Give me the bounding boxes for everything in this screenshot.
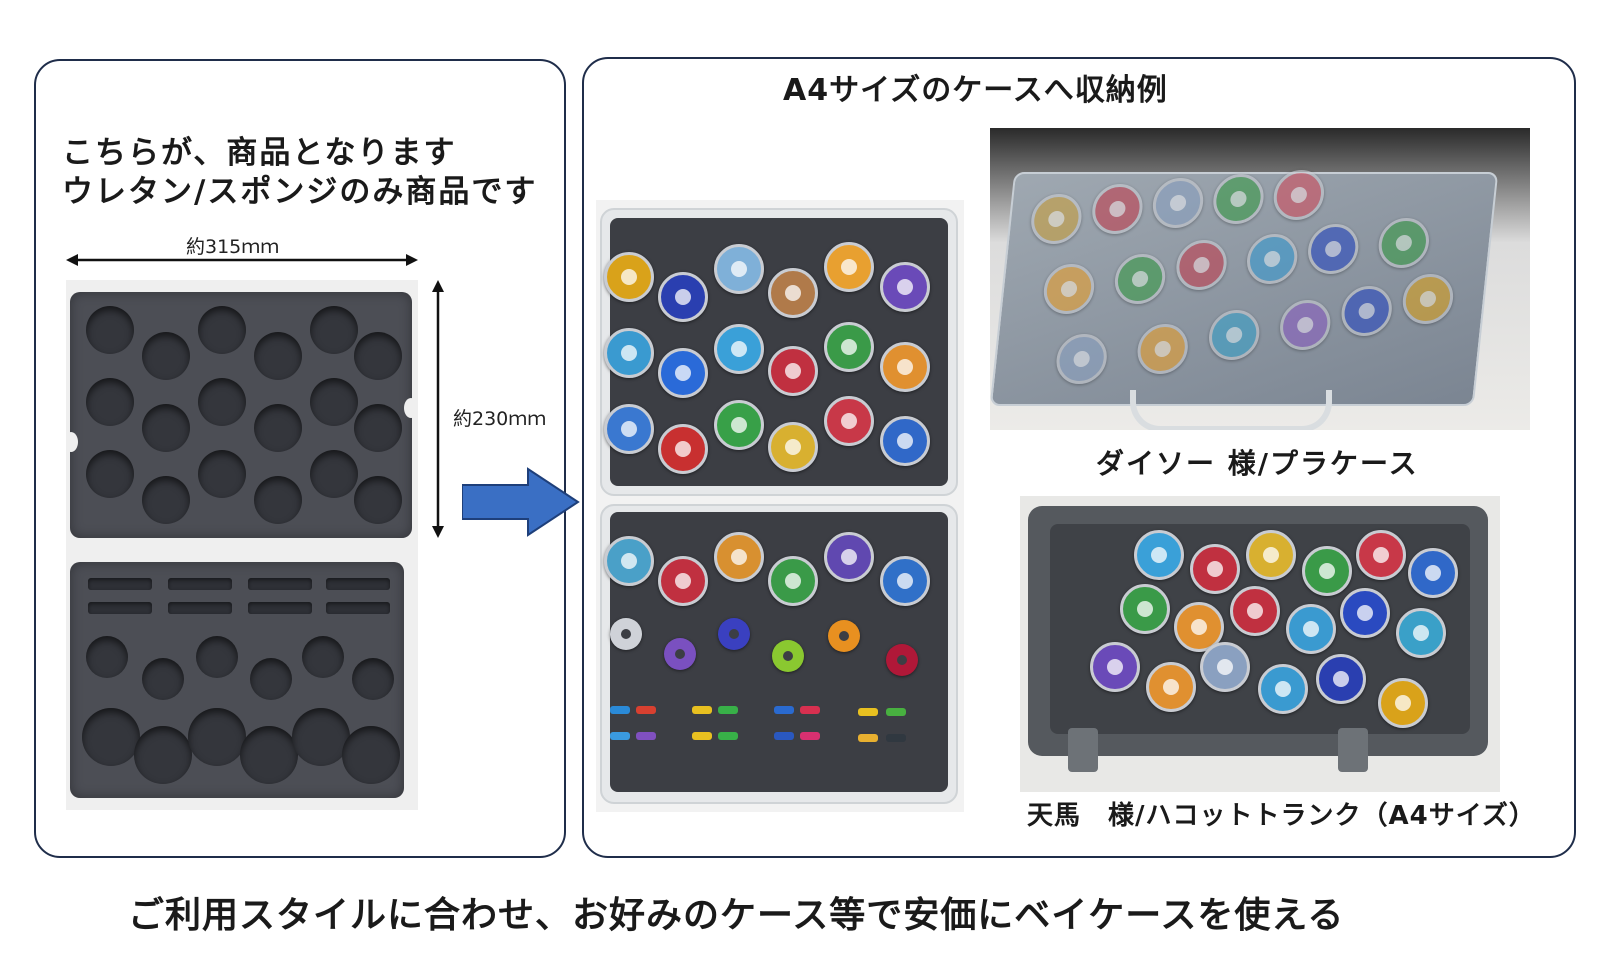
- case-handle: [1130, 390, 1332, 430]
- tenma-trunk-photo: [1020, 496, 1500, 792]
- footer-caption: ご利用スタイルに合わせ、お好みのケース等で安価にベイケースを使える: [128, 895, 1345, 936]
- foam-bottom-tray: [70, 562, 404, 798]
- foam-top-tray: [66, 292, 418, 538]
- arrow-right-icon: [462, 467, 580, 537]
- height-label: 約230ｍｍ: [453, 408, 547, 430]
- trunk-foam: [1050, 524, 1470, 734]
- trunk-case: [1028, 506, 1488, 772]
- tenma-caption: 天馬 様/ハコットトランク（A4サイズ）: [1027, 801, 1536, 831]
- daiso-case-photo: [990, 128, 1530, 430]
- daiso-caption: ダイソー 様/プラケース: [1096, 447, 1419, 480]
- headline-line-1: こちらが、商品となります: [62, 135, 457, 171]
- product-headline: こちらが、商品となります ウレタン/スポンジのみ商品です: [62, 134, 537, 212]
- plastic-case: [990, 170, 1499, 406]
- width-label: 約315ｍｍ: [186, 236, 280, 258]
- examples-title: A4サイズのケースへ収納例: [783, 73, 1168, 108]
- headline-line-2: ウレタン/スポンジのみ商品です: [62, 173, 538, 210]
- height-dimension-arrow: [432, 280, 444, 538]
- width-dimension-arrow: [66, 254, 418, 266]
- foam-product-photo: [66, 280, 418, 810]
- open-case-photo: [596, 200, 964, 812]
